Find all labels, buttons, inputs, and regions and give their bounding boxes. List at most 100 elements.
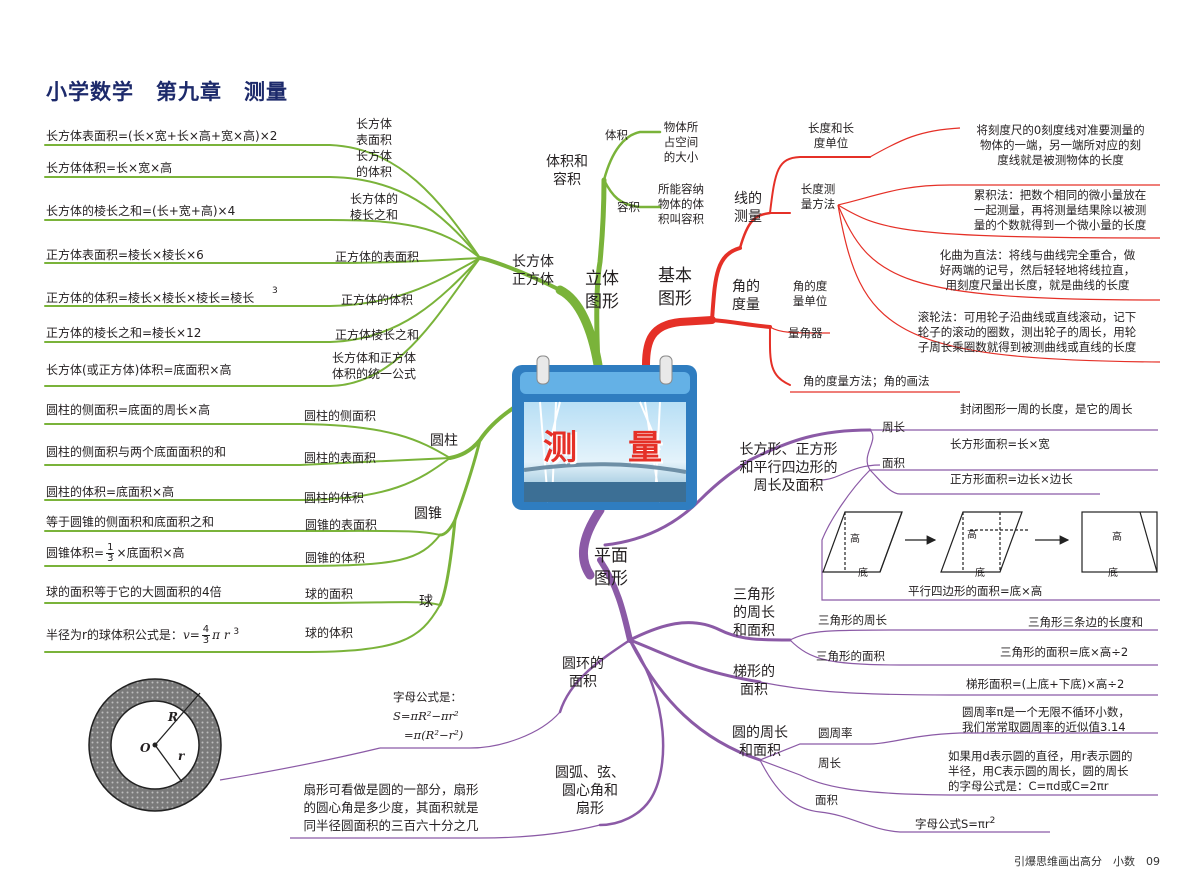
branch-line-measure: 线的 测量 [734, 191, 762, 225]
fig-height-2: 高 [967, 530, 977, 541]
cylinder-label: 圆柱的侧面积 [304, 409, 377, 423]
branch-triangle: 三角形 的周长 和面积 [733, 587, 775, 639]
angle-method-label: 角的度量方法；角的画法 [803, 374, 930, 388]
branch-volume-capacity: 体积和 容积 [546, 154, 588, 188]
method-roll: 滚轮法：可用轮子沿曲线或直线滚动，记下 轮子的滚动的圈数，测出轮子的周长，用轮 … [917, 310, 1137, 354]
ring-formula-line2: =π(R²−r²) [404, 728, 464, 742]
calendar-graphic [512, 355, 697, 510]
cuboid-formula: 长方体体积=长×宽×高 [46, 161, 173, 175]
length-unit-desc: 将刻度尺的0刻度线对准要测量的 物体的一端，另一端所对应的刻 度线就是被测物体的… [976, 123, 1145, 167]
triangle-perimeter-label: 三角形的周长 [818, 613, 887, 627]
branch-ring-area: 圆环的 面积 [562, 656, 604, 690]
branch-trapezoid: 梯形的 面积 [733, 664, 775, 698]
sector-description: 扇形可看做是圆的一部分，扇形 的圆心角是多少度，其面积就是 同半径圆面积的三百六… [303, 782, 479, 833]
circle-perimeter-desc: 如果用d表示圆的直径，用r表示圆的 半径，用C表示圆的周长，圆的周长 的字母公式… [948, 749, 1133, 793]
capacity-label: 容积 [617, 200, 640, 214]
triangle-area-label: 三角形的面积 [816, 649, 885, 663]
ring-label-O: O [140, 741, 151, 755]
fig-base-2: 底 [975, 568, 985, 579]
cuboid-label: 长方体和正方体 体积的统一公式 [331, 351, 416, 381]
cylinder-formula: 圆柱的侧面积=底面的周长×高 [46, 403, 211, 417]
center-char-1: 测 [543, 428, 577, 468]
main-solid-figures: 立体 图形 [585, 269, 619, 312]
cuboid-formula: 正方体的棱长之和=棱长×12 [46, 326, 202, 340]
cuboid-formula: 长方体表面积=(长×宽+长×高+宽×高)×2 [46, 129, 278, 143]
triangle-perimeter-def: 三角形三条边的长度和 [1028, 615, 1143, 629]
red-branches [642, 156, 871, 386]
ring-formula-line1: S=πR²−πr² [393, 709, 459, 723]
main-basic-figures: 基本 图形 [658, 266, 692, 309]
branch-cone: 圆锥 [414, 506, 442, 522]
fig-height-3: 高 [1112, 532, 1122, 543]
fig-base-1: 底 [858, 568, 868, 579]
area-label: 面积 [882, 456, 905, 470]
page-title: 小学数学 第九章 测量 [46, 80, 288, 104]
cuboid-label: 正方体的表面积 [334, 250, 419, 264]
pi-label: 圆周率 [818, 726, 853, 740]
cone-volume-label: 圆锥的体积 [305, 551, 366, 565]
purple-thin-lines [219, 429, 1160, 839]
cylinder-label: 圆柱的表面积 [304, 451, 377, 465]
parallelogram-figure [822, 511, 1158, 573]
sphere-area-formula: 球的面积等于它的大圆面积的4倍 [46, 585, 222, 599]
ring-diagram [88, 678, 222, 812]
trapezoid-formula: 梯形面积=(上底+下底)×高÷2 [966, 677, 1125, 691]
cuboid-label: 长方体 的体积 [355, 149, 392, 179]
method-curve: 化曲为直法：将线与曲线完全重合，做 好两端的记号，然后轻轻地将线拉直， 用刻度尺… [939, 248, 1136, 292]
center-char-2: 量 [628, 428, 662, 468]
protractor-label: 量角器 [788, 326, 823, 340]
ring-formula-title: 字母公式是： [393, 690, 462, 704]
cuboid-formula: 长方体的棱长之和=(长+宽+高)×4 [46, 204, 236, 218]
cylinder-formula: 圆柱的体积=底面积×高 [46, 485, 175, 499]
fig-base-3: 底 [1108, 568, 1118, 579]
angle-unit-label: 角的度 量单位 [792, 279, 828, 308]
branch-cylinder: 圆柱 [430, 433, 458, 449]
red-thin-lines [769, 127, 1161, 393]
cuboid-label: 长方体的 棱长之和 [349, 192, 398, 222]
rect-area-formula: 长方形面积=长×宽 [950, 437, 1050, 451]
parallelogram-area-formula: 平行四边形的面积=底×高 [908, 584, 1043, 598]
branch-arc-sector: 圆弧、弦、 圆心角和 扇形 [555, 765, 625, 817]
perimeter-definition: 封闭图形一周的长度，是它的周长 [960, 402, 1133, 416]
capacity-definition: 所能容纳 物体的体 积叫容积 [658, 182, 704, 226]
branch-circle: 圆的周长 和面积 [732, 725, 788, 759]
cone-surface-formula: 等于圆锥的侧面积和底面积之和 [46, 515, 215, 529]
page-footer: 引爆思维画出高分 小数 09 [1014, 855, 1160, 868]
cuboid-formula: 正方体的体积=棱长×棱长×棱长=棱长 [46, 291, 255, 305]
perimeter-label: 周长 [882, 420, 905, 434]
purple-branches [558, 428, 872, 827]
cuboid-formula: 正方体表面积=棱长×棱长×6 [46, 248, 204, 262]
method-accumulate: 累积法：把数个相同的微小量放在 一起测量，再将测量结果除以被测 量的个数就得到一… [973, 188, 1147, 232]
cone-surface-label: 圆锥的表面积 [305, 518, 378, 532]
sphere-volume-label: 球的体积 [305, 626, 354, 640]
triangle-area-formula: 三角形的面积=底×高÷2 [1000, 645, 1129, 659]
circle-area-formula: 字母公式S=πr2 [915, 816, 996, 831]
circle-perimeter-label: 周长 [818, 756, 841, 770]
cylinder-label: 圆柱的体积 [304, 491, 365, 505]
branch-sphere: 球 [419, 594, 433, 610]
branch-cuboid-cube: 长方体 正方体 [512, 254, 554, 288]
fig-height-1: 高 [850, 534, 860, 545]
branch-angle-measure: 角的 度量 [732, 279, 760, 313]
green-branches [44, 130, 662, 653]
main-plane-figures: 平面 图形 [594, 546, 628, 589]
sphere-area-label: 球的面积 [305, 587, 354, 601]
branch-rect-square-parallelogram: 长方形、正方形 和平行四边形的 周长及面积 [739, 442, 838, 494]
cylinder-formula: 圆柱的侧面积与两个底面面积的和 [46, 445, 227, 459]
cuboid-formula-sup: 3 [272, 286, 278, 296]
cuboid-label: 长方体 表面积 [355, 117, 392, 147]
cuboid-formula: 长方体(或正方体)体积=底面积×高 [46, 363, 232, 377]
ring-label-R: R [168, 710, 178, 724]
cuboid-label: 正方体的体积 [340, 293, 413, 307]
circle-area-label: 面积 [815, 793, 838, 807]
cuboid-label: 正方体棱长之和 [334, 328, 419, 342]
square-area-formula: 正方形面积=边长×边长 [950, 472, 1073, 486]
length-unit-label: 长度和长 度单位 [808, 121, 854, 150]
ring-label-r: r [178, 749, 185, 763]
length-method-label: 长度测 量方法 [800, 182, 836, 211]
pi-description: 圆周率π是一个无限不循环小数， 我们常常取圆周率的近似值3.14 [962, 705, 1130, 734]
volume-label: 体积 [605, 128, 628, 142]
